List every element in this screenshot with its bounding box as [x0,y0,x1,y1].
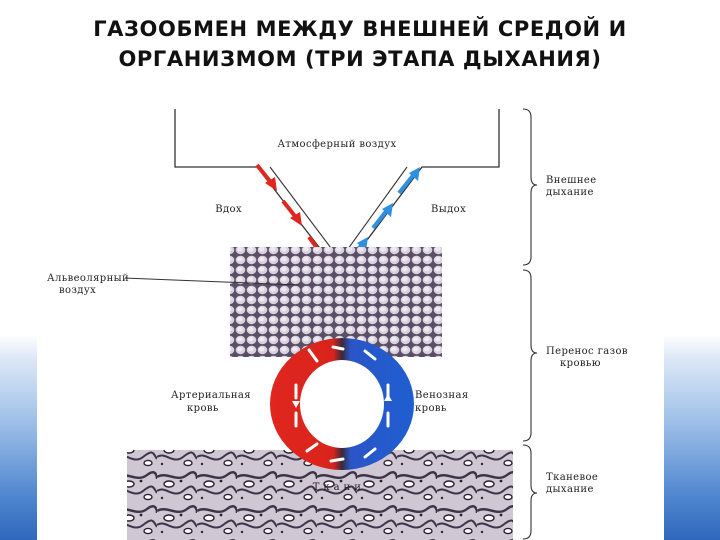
stage-external-respiration: Внешнее дыхание [546,175,597,198]
venous-blood-label-line-1: Венозная [415,390,469,401]
venous-blood-label-line-2: кровь [415,403,447,414]
exhale-label: Выдох [431,204,466,215]
stage-label-line-1: Внешнее [546,175,597,186]
respiration-diagram: Атмосферный воздух Вдох Выдох [37,95,664,540]
exhale-arrow [373,203,393,228]
stage-label-line-2: дыхание [546,187,594,198]
inhale-arrow [283,201,302,226]
arterial-blood-label-line-1: Артериальная [171,390,251,401]
tissues-label: Т к а н и [313,482,362,493]
stage-brackets [523,109,537,539]
airway-funnel [175,109,499,260]
slide-title: ГАЗООБМЕН МЕЖДУ ВНЕШНЕЙ СРЕДОЙ И ОРГАНИЗ… [0,14,720,74]
stage-label-line-1: Перенос газов [546,346,628,357]
exhale-arrows [349,167,420,261]
atmospheric-air-label: Атмосферный воздух [277,139,396,150]
stage-label-line-2: дыхание [546,484,594,495]
arterial-blood-label-line-2: кровь [187,403,219,414]
blood-circulation-ring [270,338,414,470]
exhale-arrow [399,167,420,193]
stage-label-line-2: кровью [560,358,601,369]
slide-title-line-1: ГАЗООБМЕН МЕЖДУ ВНЕШНЕЙ СРЕДОЙ И [0,14,720,44]
inhale-label: Вдох [215,204,242,215]
stage-label-line-1: Тканевое [546,472,598,483]
alveolar-air-label-line-2: воздух [59,285,96,296]
inhale-arrows [257,165,326,261]
stage-tissue-respiration: Тканевое дыхание [546,472,598,495]
alveolar-air-label-line-1: Альвеолярный [47,273,129,284]
slide-title-line-2: ОРГАНИЗМОМ (ТРИ ЭТАПА ДЫХАНИЯ) [0,44,720,74]
inhale-arrow [257,165,277,191]
stage-gas-transport: Перенос газов кровью [546,346,628,369]
